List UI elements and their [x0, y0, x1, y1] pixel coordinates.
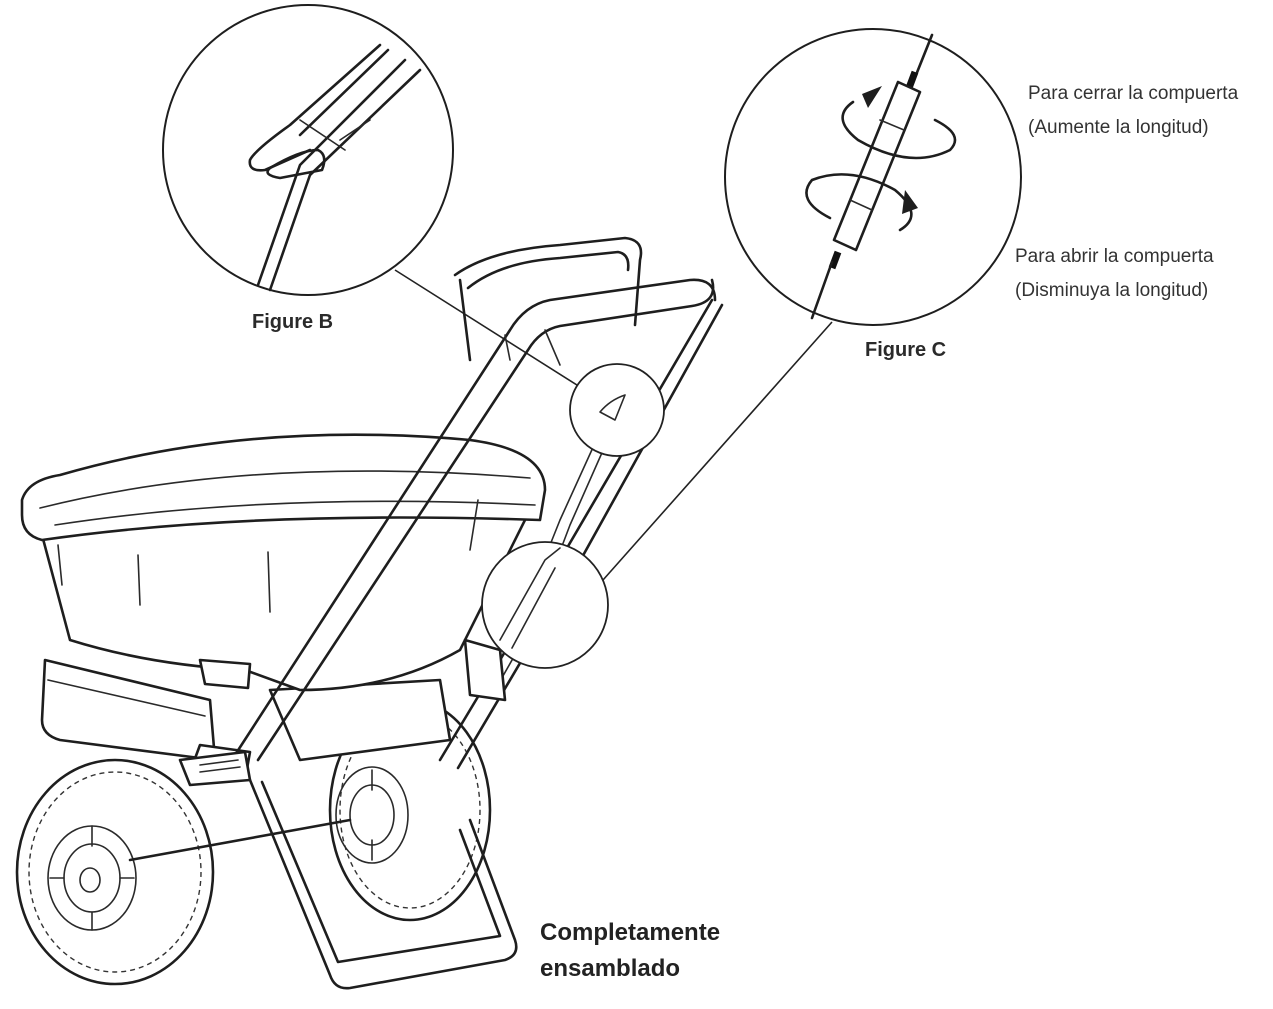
figure-c-caption: Figure C [865, 339, 947, 361]
broadcast-spreader-illustration [15, 236, 724, 990]
fully-assembled-line1: Completamente [540, 919, 721, 946]
figure-b-caption: Figure B [252, 311, 334, 333]
fully-assembled-line2: ensamblado [540, 955, 681, 982]
figure-c-leader-line [602, 321, 833, 581]
figure-c-detail-marker [481, 541, 609, 669]
fully-assembled-caption: Completamente ensamblado [540, 915, 720, 987]
open-gate-instruction: Para abrir la compuerta (Disminuya la lo… [1015, 240, 1214, 308]
close-gate-detail: (Aumente la longitud) [1028, 117, 1209, 138]
rotate-clockwise-arrow-icon [841, 100, 957, 160]
close-gate-instruction: Para cerrar la compuerta (Aumente la lon… [1028, 77, 1238, 145]
figure-b-detail-marker [569, 363, 665, 457]
open-gate-detail: (Disminuya la longitud) [1015, 280, 1209, 301]
open-gate-title: Para abrir la compuerta [1015, 246, 1214, 267]
figure-b-leader-line [394, 269, 589, 393]
close-gate-title: Para cerrar la compuerta [1028, 83, 1239, 104]
figure-b-magnified-view [162, 4, 454, 296]
hopper [20, 433, 547, 692]
rotate-counterclockwise-arrow-icon [805, 173, 913, 232]
figure-c-magnified-view [724, 28, 1022, 326]
left-wheel [15, 758, 215, 986]
